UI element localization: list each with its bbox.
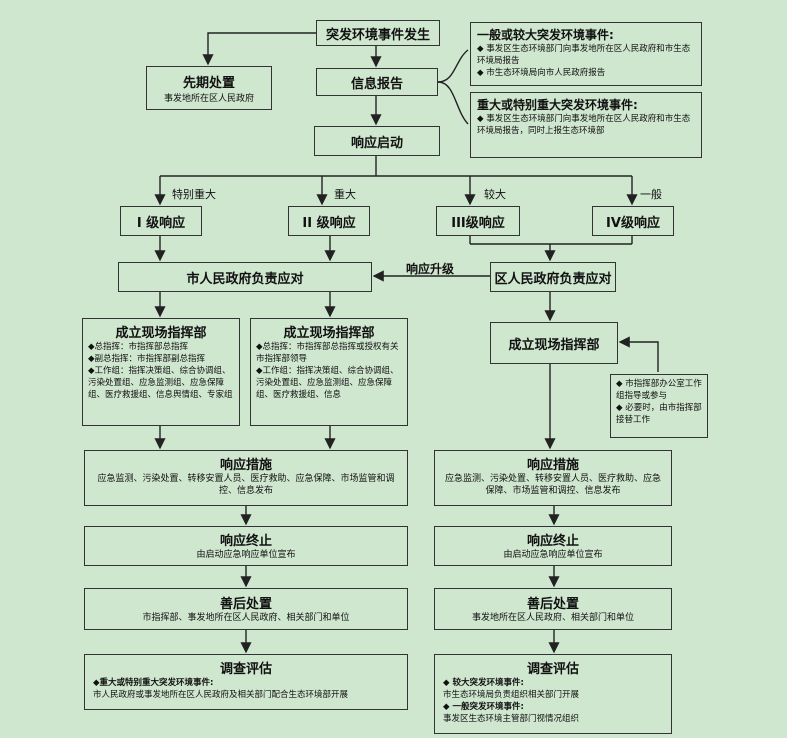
- eval-left-s1: 市人民政府或事发地所在区人民政府及相关部门配合生态环境部开展: [93, 690, 349, 700]
- measures-right-title: 响应措施: [526, 458, 579, 473]
- hq-left-line-1: ◆总指挥：市指挥部总指挥: [88, 342, 189, 352]
- level-2-box: II 级响应: [288, 206, 370, 236]
- level-tag-3: 较大: [484, 188, 506, 201]
- after-left-title: 善后处置: [219, 597, 272, 612]
- hq-left-line-3: ◆工作组：指挥决策组、综合协调组、污染处置组、应急监测组、应急保障组、医疗救援组…: [88, 366, 233, 400]
- note-major-title: 重大或特别重大突发环境事件:: [477, 98, 638, 112]
- note-major-line-1: ◆ 事发区生态环境部门向事发地所在区人民政府和市生态环境局报告，同时上报生态环境…: [477, 114, 691, 136]
- measures-right-box: 响应措施 应急监测、污染处置、转移安置人员、医疗救助、应急保障、市场监管和调控、…: [434, 450, 672, 506]
- measures-left-box: 响应措施 应急监测、污染处置、转移安置人员、医疗救助、应急保障、市场监管和调控、…: [84, 450, 408, 506]
- note-general-line-2: ◆ 市生态环境局向市人民政府报告: [477, 68, 606, 78]
- hq-right-note-box: ◆ 市指挥部办公室工作组指导或参与 ◆ 必要时，由市指挥部接替工作: [610, 374, 708, 438]
- hq-left-title: 成立现场指挥部: [115, 326, 207, 341]
- eval-left-h1: ◆重大或特别重大突发环境事件:: [93, 678, 214, 688]
- measures-left-title: 响应措施: [219, 458, 272, 473]
- eval-left-box: 调查评估 ◆重大或特别重大突发环境事件: 市人民政府或事发地所在区人民政府及相关…: [84, 654, 408, 710]
- after-left-box: 善后处置 市指挥部、事发地所在区人民政府、相关部门和单位: [84, 588, 408, 630]
- event-occurs-box: 突发环境事件发生: [316, 20, 440, 46]
- hq-left-box: 成立现场指挥部 ◆总指挥：市指挥部总指挥 ◆副总指挥：市指挥部副总指挥 ◆工作组…: [82, 318, 240, 426]
- end-right-sub: 由启动应急响应单位宣布: [503, 550, 603, 560]
- level-3-box: III级响应: [436, 206, 520, 236]
- measures-left-sub: 应急监测、污染处置、转移安置人员、医疗救助、应急保障、市场监管和调控、信息发布: [97, 474, 395, 496]
- eval-right-title: 调查评估: [526, 662, 579, 677]
- level-tag-2: 重大: [334, 188, 356, 201]
- hq-right-note-line-1: ◆ 市指挥部办公室工作组指导或参与: [616, 379, 702, 401]
- eval-right-s1: 市生态环境局负责组织相关部门开展: [443, 690, 580, 700]
- eval-left-title: 调查评估: [219, 662, 272, 677]
- city-gov-box: 市人民政府负责应对: [118, 262, 372, 292]
- end-left-box: 响应终止 由启动应急响应单位宣布: [84, 526, 408, 566]
- end-right-title: 响应终止: [526, 534, 579, 549]
- hq-right-note-line-2: ◆ 必要时，由市指挥部接替工作: [616, 403, 702, 425]
- early-handling-title: 先期处置: [182, 76, 235, 91]
- eval-right-h2: ◆ 一般突发环境事件:: [443, 702, 524, 712]
- after-right-box: 善后处置 事发地所在区人民政府、相关部门和单位: [434, 588, 672, 630]
- note-major-box: 重大或特别重大突发环境事件: ◆ 事发区生态环境部门向事发地所在区人民政府和市生…: [470, 92, 702, 158]
- level-tag-1: 特别重大: [172, 188, 216, 201]
- hq-mid-line-2: ◆工作组：指挥决策组、综合协调组、污染处置组、应急监测组、应急保障组、医疗救援组…: [256, 366, 399, 400]
- hq-mid-box: 成立现场指挥部 ◆总指挥：市指挥部总指挥或授权有关市指挥部领导 ◆工作组：指挥决…: [250, 318, 408, 426]
- after-right-sub: 事发地所在区人民政府、相关部门和单位: [471, 613, 634, 623]
- district-gov-box: 区人民政府负责应对: [490, 262, 616, 292]
- level-tag-4: 一般: [640, 188, 662, 201]
- eval-right-box: 调查评估 ◆ 较大突发环境事件: 市生态环境局负责组织相关部门开展 ◆ 一般突发…: [434, 654, 672, 734]
- hq-mid-title: 成立现场指挥部: [283, 326, 375, 341]
- upgrade-label: 响应升级: [406, 262, 455, 276]
- end-right-box: 响应终止 由启动应急响应单位宣布: [434, 526, 672, 566]
- hq-right-box: 成立现场指挥部: [490, 322, 618, 364]
- response-start-box: 响应启动: [314, 126, 440, 156]
- after-right-title: 善后处置: [526, 597, 579, 612]
- hq-mid-line-1: ◆总指挥：市指挥部总指挥或授权有关市指挥部领导: [256, 342, 399, 364]
- eval-right-h1: ◆ 较大突发环境事件:: [443, 678, 524, 688]
- early-handling-box: 先期处置 事发地所在区人民政府: [146, 66, 272, 110]
- note-general-box: 一般或较大突发环境事件: ◆ 事发区生态环境部门向事发地所在区人民政府和市生态环…: [470, 22, 702, 86]
- level-4-box: IV级响应: [592, 206, 674, 236]
- early-handling-sub: 事发地所在区人民政府: [163, 94, 254, 104]
- end-left-title: 响应终止: [219, 534, 272, 549]
- hq-left-line-2: ◆副总指挥：市指挥部副总指挥: [88, 354, 206, 364]
- note-general-line-1: ◆ 事发区生态环境部门向事发地所在区人民政府和市生态环境局报告: [477, 44, 691, 66]
- level-1-box: I 级响应: [120, 206, 202, 236]
- note-general-title: 一般或较大突发环境事件:: [477, 28, 614, 42]
- info-report-box: 信息报告: [316, 68, 438, 96]
- measures-right-sub: 应急监测、污染处置、转移安置人员、医疗救助、应急保障、市场监管和调控、信息发布: [444, 474, 661, 496]
- eval-right-s2: 事发区生态环境主管部门视情况组织: [443, 714, 580, 724]
- after-left-sub: 市指挥部、事发地所在区人民政府、相关部门和单位: [142, 613, 350, 623]
- end-left-sub: 由启动应急响应单位宣布: [196, 550, 296, 560]
